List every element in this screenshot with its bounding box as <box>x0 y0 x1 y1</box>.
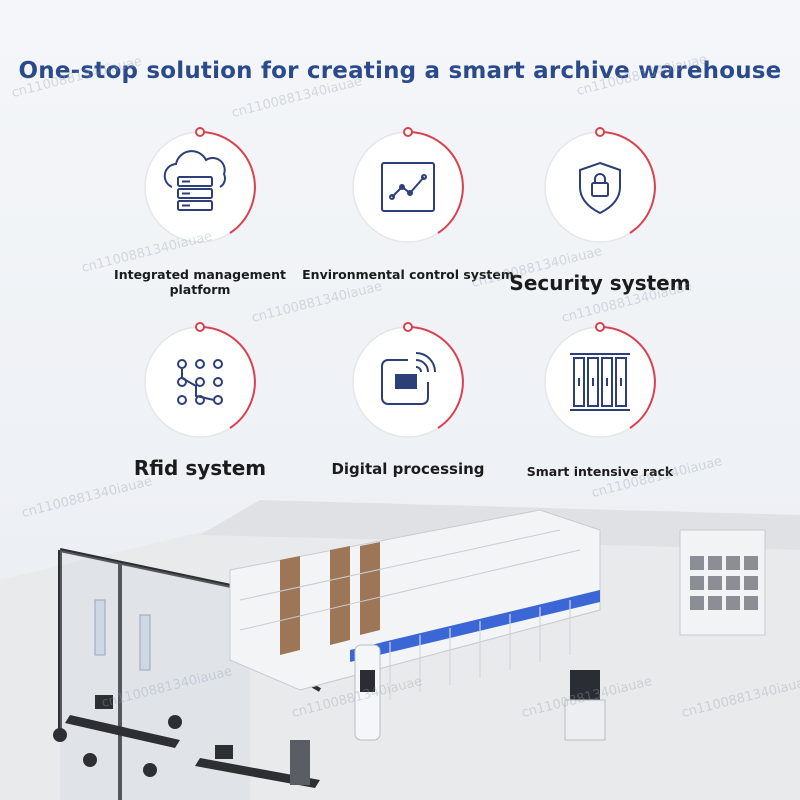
rack-blue-band <box>350 590 600 662</box>
office-desks <box>53 695 320 788</box>
feature-rfid: Rfid system <box>90 320 310 510</box>
glass-pane <box>60 550 250 800</box>
rack-icon <box>570 353 630 411</box>
feature-environmental-control: Environmental control system <box>298 125 518 315</box>
feature-ring <box>544 322 656 438</box>
feature-label: Rfid system <box>133 456 267 480</box>
rfid-gate <box>139 614 151 671</box>
feature-ring <box>144 322 256 438</box>
feature-label: Security system <box>509 271 691 295</box>
feature-ring <box>352 127 464 243</box>
card-reader-terminal <box>290 740 310 785</box>
feature-ring <box>352 322 464 438</box>
warehouse-illustration <box>0 500 800 800</box>
dot-pattern-icon <box>177 359 223 405</box>
feature-integrated-management: Integrated management platform <box>90 125 310 315</box>
self-service-kiosk <box>564 670 606 741</box>
smart-locker <box>679 529 766 636</box>
mobile-shelving <box>229 509 601 700</box>
feature-ring <box>144 127 256 243</box>
feature-digital-processing: Digital processing <box>298 320 518 510</box>
feature-label: Smart intensive rack <box>526 464 674 479</box>
line-chart-icon <box>381 162 435 212</box>
feature-label: Digital processing <box>331 460 485 478</box>
page-title: One-stop solution for creating a smart a… <box>18 58 782 84</box>
shield-lock-icon <box>579 161 621 215</box>
rfid-wifi-icon <box>381 352 436 405</box>
feature-label: Integrated management platform <box>114 267 286 297</box>
feature-smart-rack: Smart intensive rack <box>490 320 710 510</box>
feature-label: Environmental control system <box>302 267 514 282</box>
cloud-server-icon <box>163 150 226 211</box>
feature-security: Security system <box>490 125 710 315</box>
inventory-robot <box>354 644 381 741</box>
rfid-gate <box>94 599 106 656</box>
feature-ring <box>544 127 656 243</box>
